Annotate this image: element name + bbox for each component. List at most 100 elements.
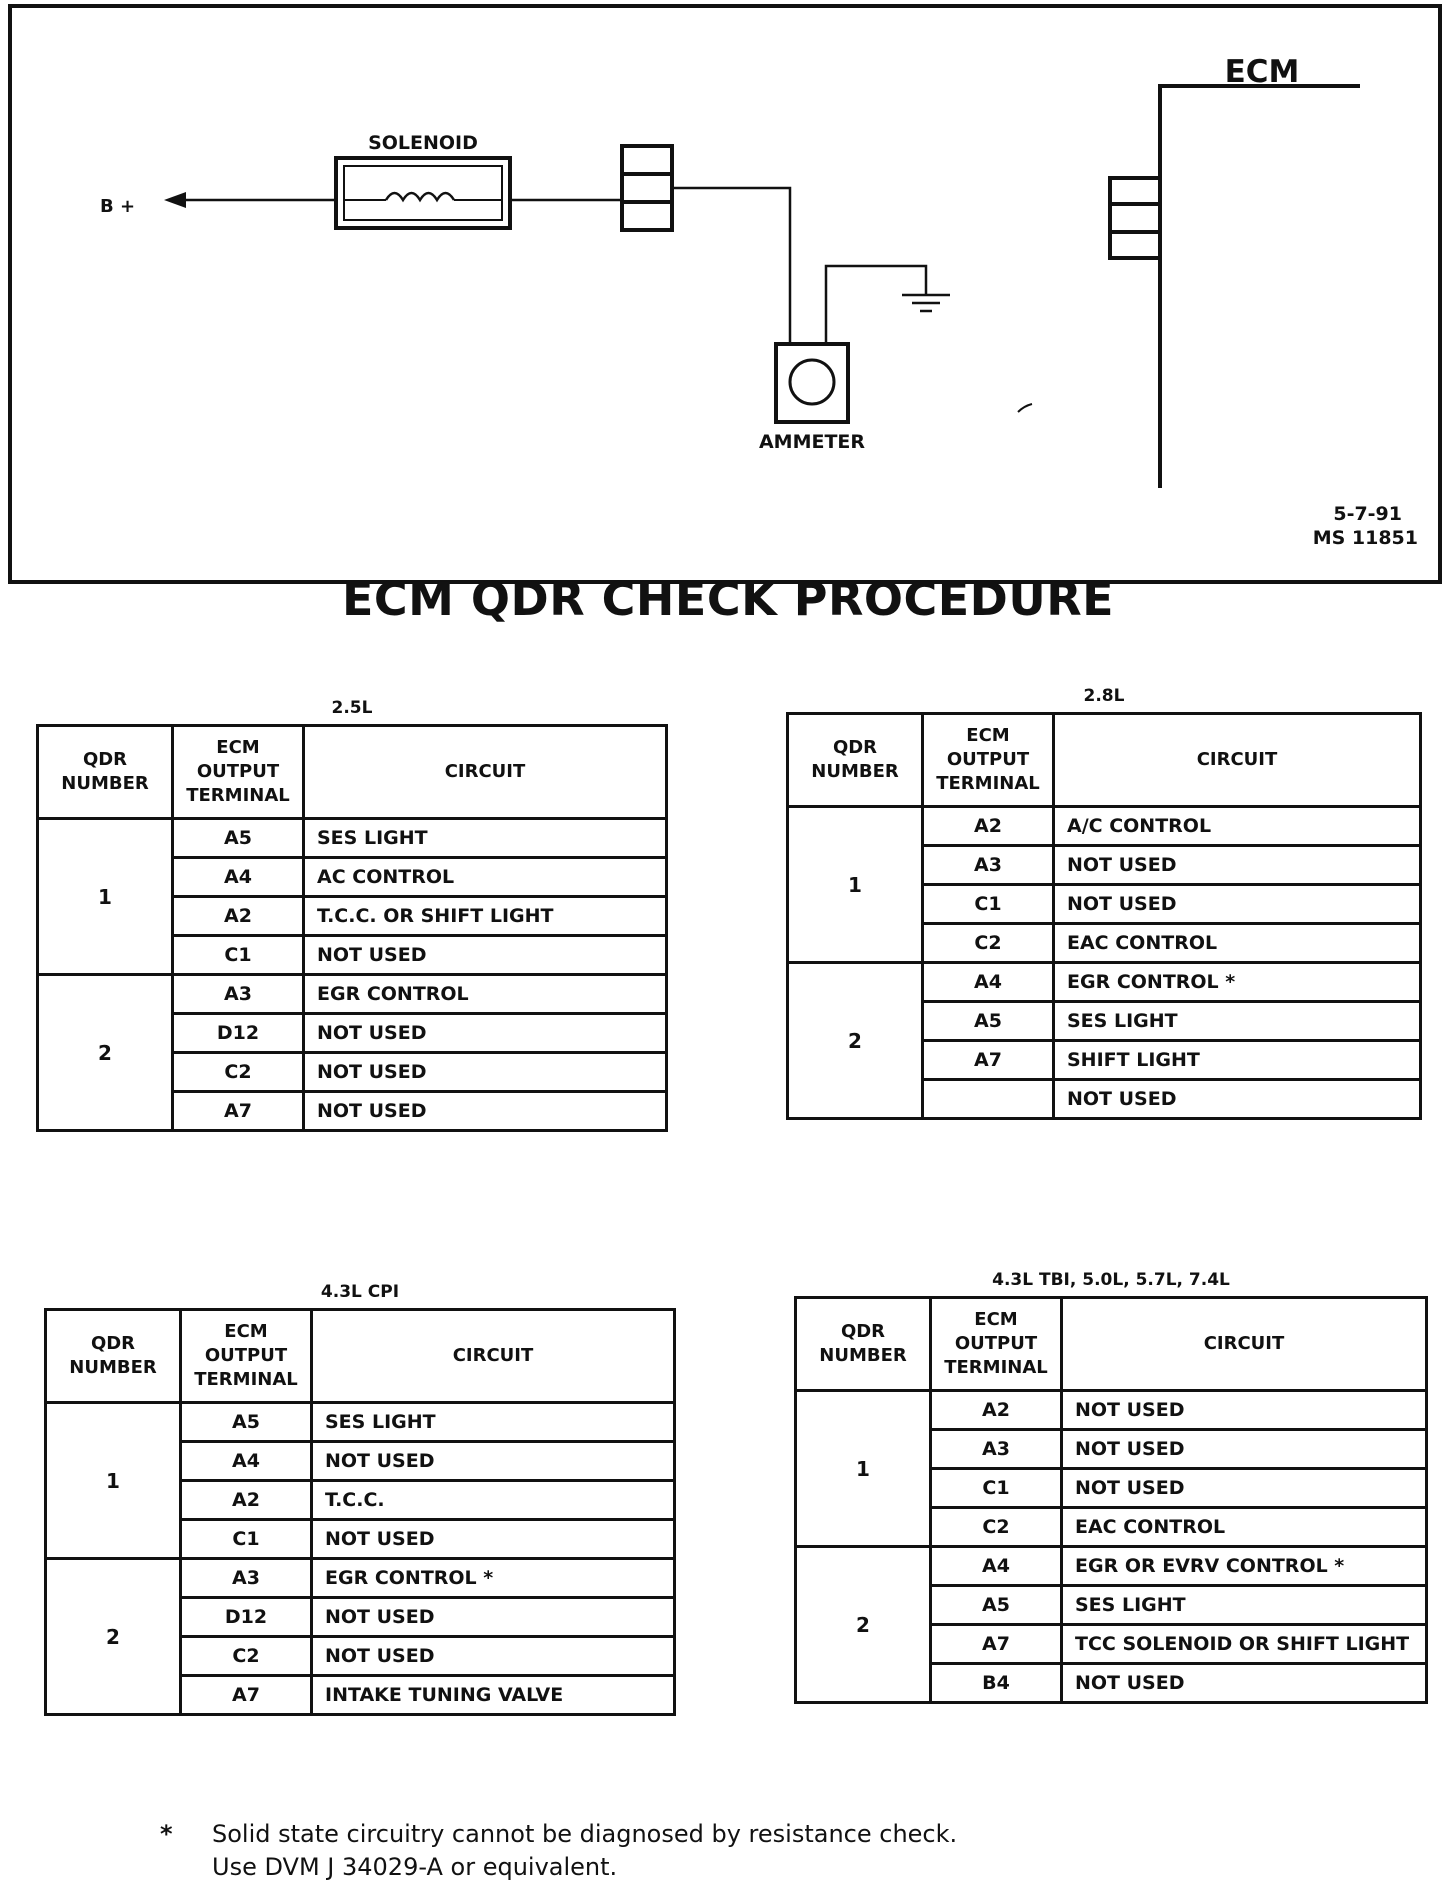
circuit-cell: NOT USED: [302, 934, 668, 976]
circuit-cell: NOT USED: [302, 1012, 668, 1054]
circuit-cell: NOT USED: [1052, 883, 1422, 925]
terminal-cell: A2: [929, 1389, 1063, 1431]
terminal-cell: A5: [929, 1584, 1063, 1626]
qdr-number-cell: 1: [786, 805, 924, 964]
table-row: NOT USED: [788, 1078, 1422, 1120]
terminal-cell: D12: [171, 1012, 305, 1054]
terminal-cell: A3: [171, 973, 305, 1015]
terminal-cell: C1: [179, 1518, 313, 1560]
circuit-cell: NOT USED: [1052, 1078, 1422, 1120]
qdr-number-cell: 1: [44, 1401, 182, 1560]
terminal-cell: D12: [179, 1596, 313, 1638]
circuit-cell: NOT USED: [1060, 1428, 1428, 1470]
terminal-cell: A3: [929, 1428, 1063, 1470]
terminal-cell: C2: [921, 922, 1055, 964]
terminal-cell: A7: [171, 1090, 305, 1132]
footnote-line-2: Use DVM J 34029-A or equivalent.: [212, 1853, 618, 1881]
terminal-cell: A5: [921, 1000, 1055, 1042]
circuit-cell: EGR CONTROL *: [1052, 961, 1422, 1003]
circuit-cell: SES LIGHT: [1060, 1584, 1428, 1626]
terminal-cell: A4: [179, 1440, 313, 1482]
coil-icon: [384, 191, 456, 203]
circuit-cell: NOT USED: [1060, 1662, 1428, 1704]
circuit-cell: NOT USED: [310, 1635, 676, 1677]
circuit-cell: EAC CONTROL: [1052, 922, 1422, 964]
circuit-cell: NOT USED: [310, 1440, 676, 1482]
circuit-cell: SES LIGHT: [1052, 1000, 1422, 1042]
circuit-cell: EGR OR EVRV CONTROL *: [1060, 1545, 1428, 1587]
circuit-cell: NOT USED: [310, 1518, 676, 1560]
qdr-number-cell: 2: [794, 1545, 932, 1704]
terminal-cell: A2: [921, 805, 1055, 847]
connector-ecm-icon: [1108, 176, 1162, 260]
qdr-number-cell: 2: [36, 973, 174, 1132]
drawing-number: MS 11851: [1313, 527, 1418, 549]
solenoid-box: [334, 156, 512, 230]
circuit-cell: EGR CONTROL *: [310, 1557, 676, 1599]
terminal-cell: C1: [929, 1467, 1063, 1509]
terminal-cell: A2: [179, 1479, 313, 1521]
circuit-cell: AC CONTROL: [302, 856, 668, 898]
terminal-cell: A5: [179, 1401, 313, 1443]
page-title: ECM QDR CHECK PROCEDURE: [341, 572, 1115, 626]
terminal-cell: A2: [171, 895, 305, 937]
header-circuit: CIRCUIT: [310, 1308, 676, 1404]
table-title: 4.3L CPI: [320, 1282, 400, 1302]
circuit-cell: NOT USED: [310, 1596, 676, 1638]
footnote-line-1: Solid state circuitry cannot be diagnose…: [212, 1820, 958, 1848]
bplus-label: B +: [100, 196, 135, 217]
circuit-cell: NOT USED: [1060, 1467, 1428, 1509]
qdr-number-cell: 1: [36, 817, 174, 976]
diagram-frame: [8, 4, 1442, 584]
terminal-cell: A7: [921, 1039, 1055, 1081]
footnote: * Solid state circuitry cannot be diagno…: [160, 1818, 957, 1884]
terminal-cell: C2: [179, 1635, 313, 1677]
footnote-marker: *: [160, 1820, 173, 1848]
ecm-label: ECM: [1225, 54, 1300, 90]
terminal-cell: [921, 1078, 1055, 1120]
header-circuit: CIRCUIT: [1052, 712, 1422, 808]
terminal-cell: B4: [929, 1662, 1063, 1704]
terminal-cell: C1: [921, 883, 1055, 925]
circuit-cell: INTAKE TUNING VALVE: [310, 1674, 676, 1716]
ammeter-label: AMMETER: [759, 431, 865, 453]
ecm-outline: [1158, 84, 1360, 488]
circuit-cell: NOT USED: [302, 1090, 668, 1132]
header-circuit: CIRCUIT: [1060, 1296, 1428, 1392]
qdr-number-cell: 2: [786, 961, 924, 1120]
ground-icon: [902, 293, 950, 313]
circuit-cell: SES LIGHT: [310, 1401, 676, 1443]
